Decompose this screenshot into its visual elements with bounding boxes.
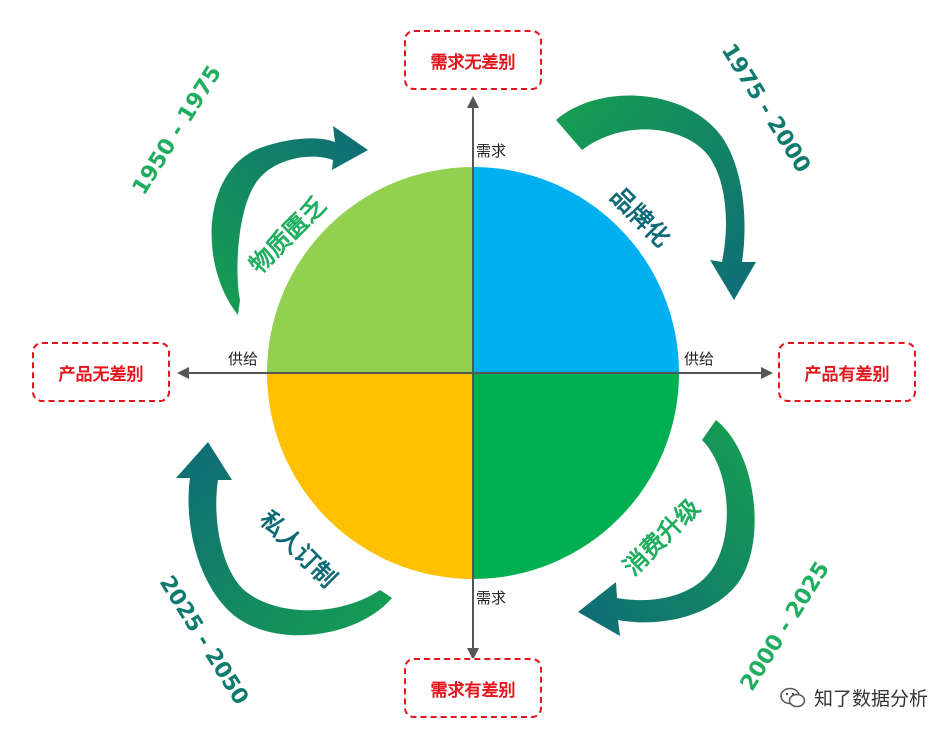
quadrant-top-left: [267, 167, 473, 373]
quadrant-bottom-right: [473, 373, 679, 579]
arrow-2000-2025: [578, 420, 755, 636]
quadrant-bottom-left: [267, 373, 473, 579]
watermark-text: 知了数据分析: [813, 688, 928, 710]
quadrant-top-right: [473, 167, 679, 373]
watermark: 知了数据分析: [780, 684, 928, 711]
box-product-differentiated: 产品有差别: [778, 342, 916, 402]
arrow-1975-2000: [556, 95, 756, 300]
axis-label-demand-bottom: 需求: [476, 589, 507, 607]
axes: [177, 96, 773, 660]
box-demand-undifferentiated: 需求无差别: [404, 30, 542, 90]
arrow-1950-1975: [211, 126, 368, 315]
box-demand-differentiated: 需求有差别: [404, 658, 542, 718]
axis-label-demand-top: 需求: [476, 142, 507, 160]
arrow-2025-2050: [176, 442, 392, 636]
axis-label-supply-right: 供给: [684, 350, 715, 368]
axis-label-supply-left: 供给: [228, 350, 259, 368]
box-product-undifferentiated: 产品无差别: [32, 342, 170, 402]
wechat-icon: [780, 687, 806, 707]
